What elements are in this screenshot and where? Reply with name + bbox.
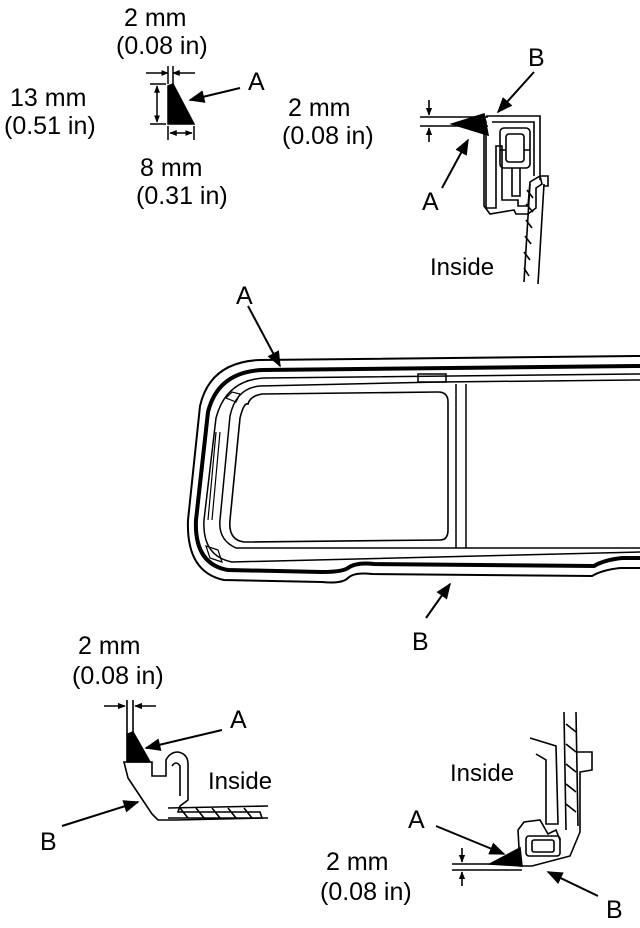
callout-a-top-left: A: [248, 68, 265, 96]
callout-a-bottom-left: A: [230, 706, 247, 734]
bead-profile-detail: [146, 66, 241, 140]
rear-window-outline: [186, 305, 640, 619]
gap-dimension-mm-bottom-left: 2 mm: [78, 632, 141, 660]
gap-dimension-mm-top-left: 2 mm: [124, 4, 187, 32]
lower-right-bead: [487, 846, 523, 867]
lower-left-molding-section: [61, 700, 269, 827]
inside-label-bottom-left: Inside: [208, 768, 273, 795]
base-dimension-in: (0.31 in): [136, 182, 228, 210]
gap-dimension-in-bottom-left: (0.08 in): [72, 662, 164, 690]
callout-a-bottom-right: A: [408, 806, 425, 834]
height-dimension-mm: 13 mm: [10, 84, 87, 112]
gap-dimension-in-top-left: (0.08 in): [116, 32, 208, 60]
callout-a-window: A: [236, 282, 253, 310]
callout-b-top-right: B: [528, 44, 545, 72]
callout-b-window: B: [412, 628, 429, 656]
upper-molding-section: [420, 71, 549, 285]
base-dimension-mm: 8 mm: [140, 154, 203, 182]
gap-dimension-mm-top-right: 2 mm: [288, 94, 351, 122]
callout-b-bottom-left: B: [40, 828, 57, 856]
callout-b-bottom-right: B: [606, 896, 623, 924]
gap-dimension-in-top-right: (0.08 in): [282, 122, 374, 150]
height-dimension-in: (0.51 in): [4, 112, 96, 140]
inside-label-bottom-right: Inside: [450, 760, 515, 787]
bead-triangle: [167, 83, 196, 125]
callout-a-top-right: A: [422, 188, 439, 216]
lower-right-molding-section: [435, 711, 599, 897]
inside-label-top-right: Inside: [430, 254, 495, 281]
gap-dimension-in-bottom-right: (0.08 in): [320, 878, 412, 906]
gap-dimension-mm-bottom-right: 2 mm: [326, 848, 389, 876]
